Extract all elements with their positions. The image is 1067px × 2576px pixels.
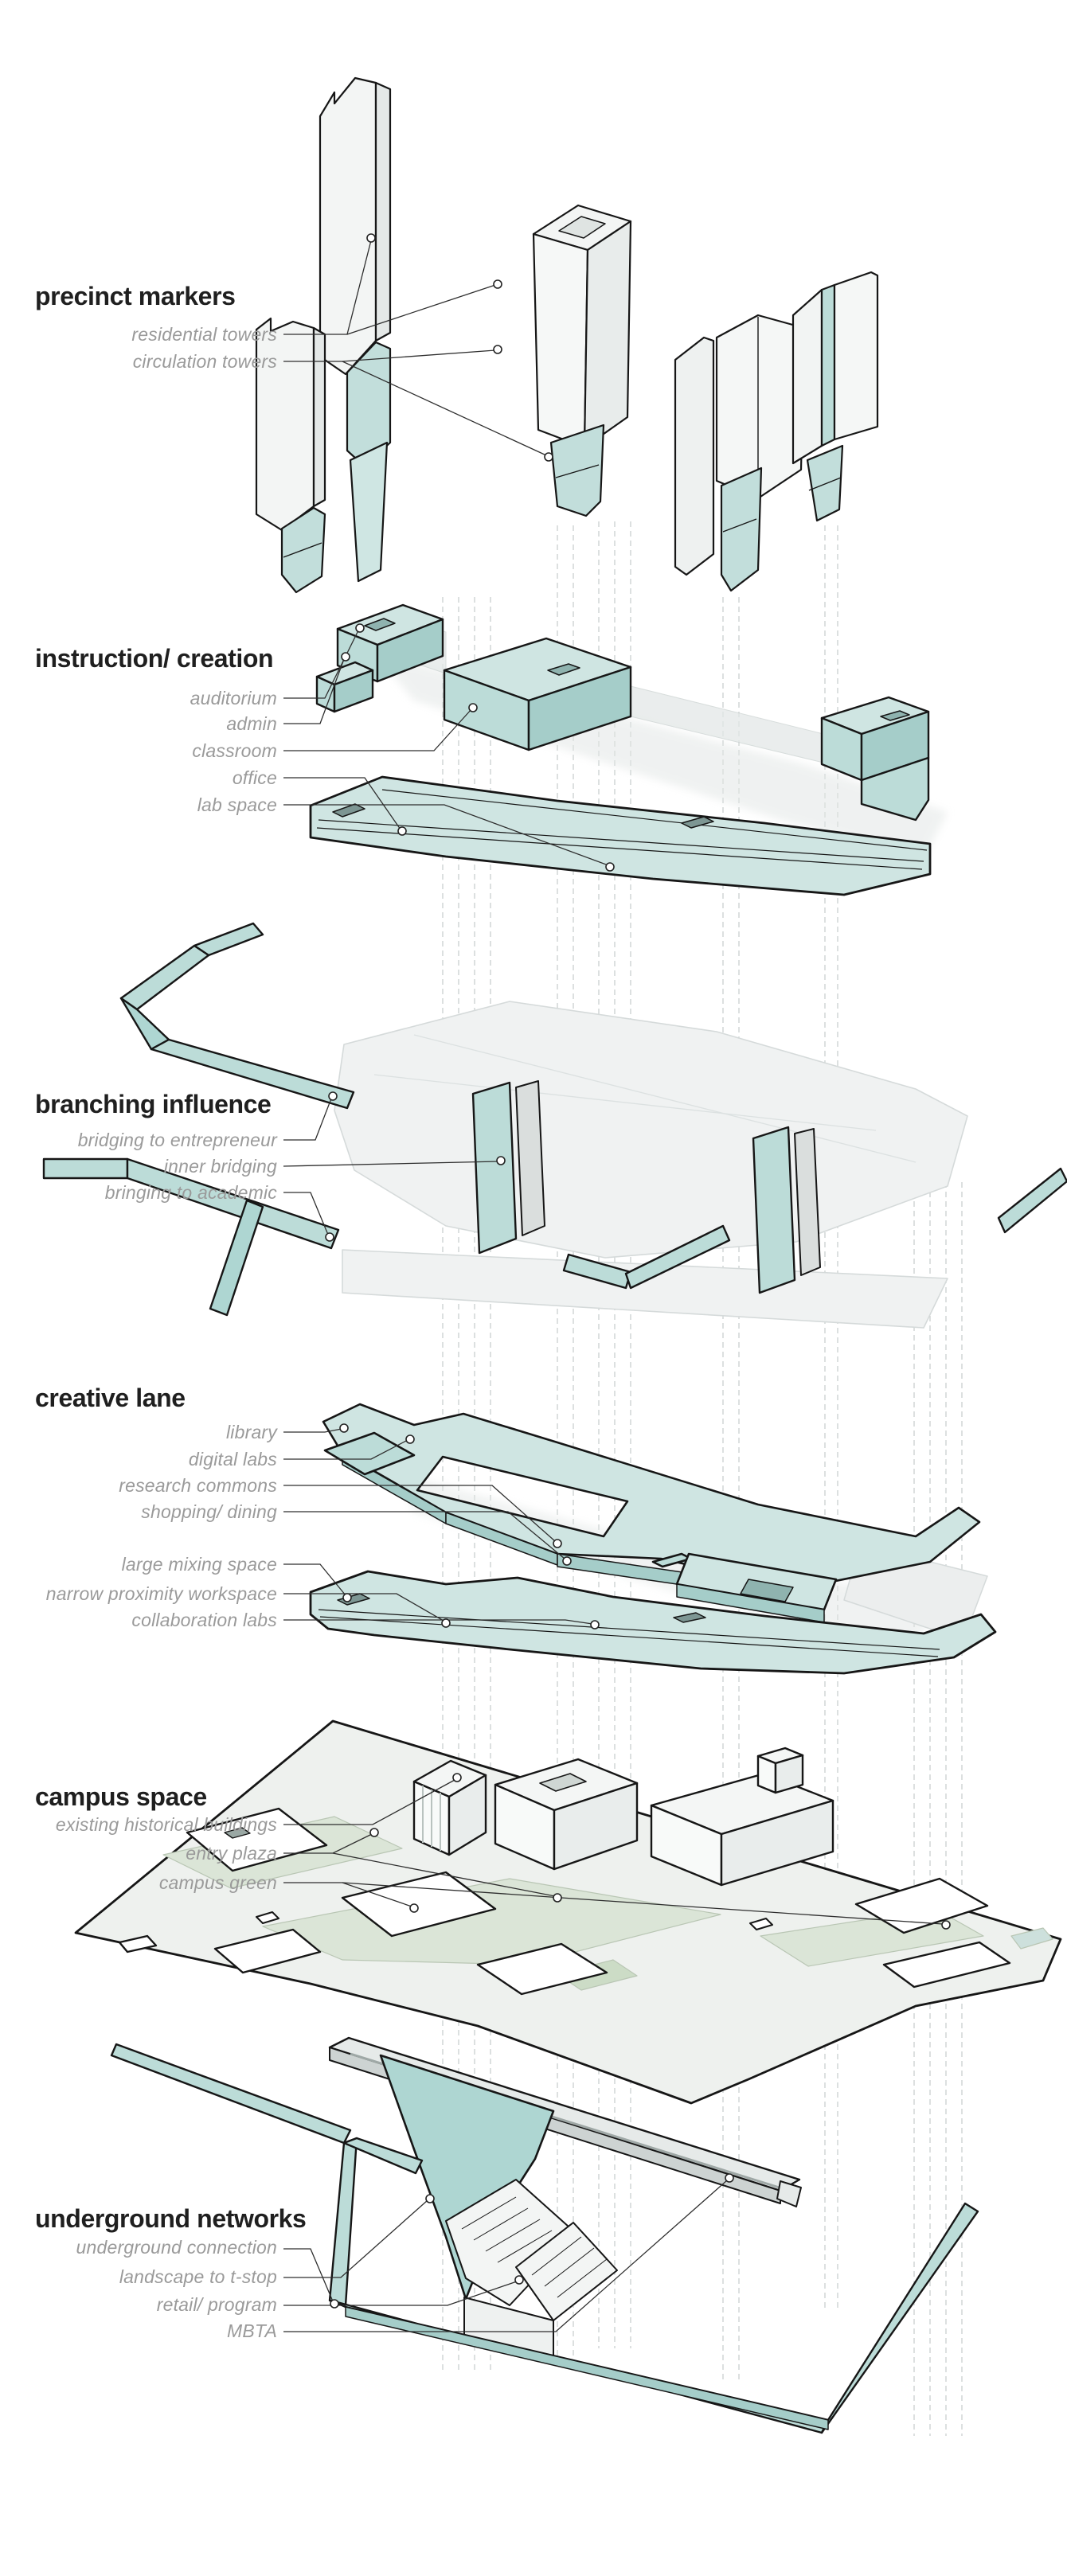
- label-digital-labs: digital labs: [188, 1449, 277, 1469]
- leader-dot: [339, 1423, 349, 1433]
- label-large-mixing-space: large mixing space: [121, 1554, 277, 1575]
- leader-dot: [562, 1556, 572, 1566]
- label-circulation-towers: circulation towers: [132, 351, 277, 372]
- leader-dot: [342, 1593, 352, 1602]
- leader-dots: [325, 233, 951, 2309]
- label-mbta: MBTA: [227, 2320, 277, 2341]
- leader-dot: [325, 1232, 334, 1242]
- label-library: library: [225, 1422, 277, 1442]
- leader-dot: [328, 1091, 338, 1101]
- section-heading-precinct-markers: precinct markers: [35, 282, 236, 310]
- label-residential-towers: residential towers: [131, 324, 277, 345]
- section-heading-underground-networks: underground networks: [35, 2204, 307, 2233]
- precinct-markers-drawing: [255, 76, 879, 594]
- label-entry-plaza: entry plaza: [186, 1843, 277, 1864]
- leader-dot: [514, 2275, 524, 2285]
- instruction-creation-drawing: [309, 603, 948, 896]
- label-narrow-proximity-workspace: narrow proximity workspace: [45, 1583, 277, 1604]
- leader-lines: [283, 240, 944, 2332]
- section-heading-branching-influence: branching influence: [35, 1090, 272, 1118]
- leader-dot: [493, 279, 502, 289]
- leader-dot: [355, 623, 365, 633]
- leader-dot: [496, 1156, 506, 1165]
- leader-dot: [409, 1903, 419, 1913]
- label-retail-program: retail/ program: [156, 2294, 277, 2315]
- leader-dot: [544, 452, 553, 462]
- label-shopping-dining: shopping/ dining: [141, 1501, 277, 1522]
- leader-dot: [366, 233, 376, 243]
- label-campus-green: campus green: [158, 1872, 277, 1893]
- section-heading-instruction-creation: instruction/ creation: [35, 644, 274, 673]
- label-office: office: [232, 767, 277, 788]
- label-lab-space: lab space: [197, 794, 277, 815]
- leader-dot: [441, 1618, 451, 1628]
- leader-dot: [341, 652, 350, 662]
- leader-dot: [553, 1893, 562, 1903]
- label-collaboration-labs: collaboration labs: [131, 1610, 277, 1630]
- section-heading-campus-space: campus space: [35, 1782, 207, 1811]
- leader-dot: [397, 826, 407, 836]
- branching-influence-drawing: [42, 922, 1067, 1329]
- label-classroom: classroom: [192, 740, 277, 761]
- label-existing-historical-buildings: existing historical buildings: [55, 1814, 277, 1835]
- creative-lane-drawing: [309, 1403, 997, 1675]
- leader-dot: [553, 1539, 562, 1548]
- section-heading-creative-lane: creative lane: [35, 1384, 186, 1412]
- leader-dot: [605, 862, 615, 872]
- leader-dot: [330, 2299, 339, 2309]
- label-bringing-to-academic: bringing to academic: [104, 1182, 277, 1203]
- leader-dot: [725, 2173, 734, 2183]
- label-research-commons: research commons: [119, 1475, 277, 1496]
- leader-dot: [493, 345, 502, 354]
- leader-dot: [941, 1920, 951, 1930]
- leader-dot: [590, 1620, 600, 1630]
- campus-space-drawing: [74, 1719, 1062, 2105]
- label-auditorium: auditorium: [190, 688, 277, 708]
- label-underground-connection: underground connection: [76, 2237, 277, 2258]
- label-landscape-to-t-stop: landscape to t-stop: [119, 2266, 277, 2287]
- label-bridging-to-entrepreneur: bridging to entrepreneur: [77, 1130, 277, 1150]
- label-admin: admin: [226, 713, 277, 734]
- leader-dot: [369, 1828, 379, 1837]
- leader-dot: [425, 2194, 435, 2203]
- label-inner-bridging: inner bridging: [163, 1156, 277, 1177]
- leader-dot: [452, 1773, 462, 1782]
- leader-dot: [405, 1434, 415, 1444]
- leader-dot: [468, 703, 478, 712]
- underground-networks-drawing: [110, 2036, 979, 2434]
